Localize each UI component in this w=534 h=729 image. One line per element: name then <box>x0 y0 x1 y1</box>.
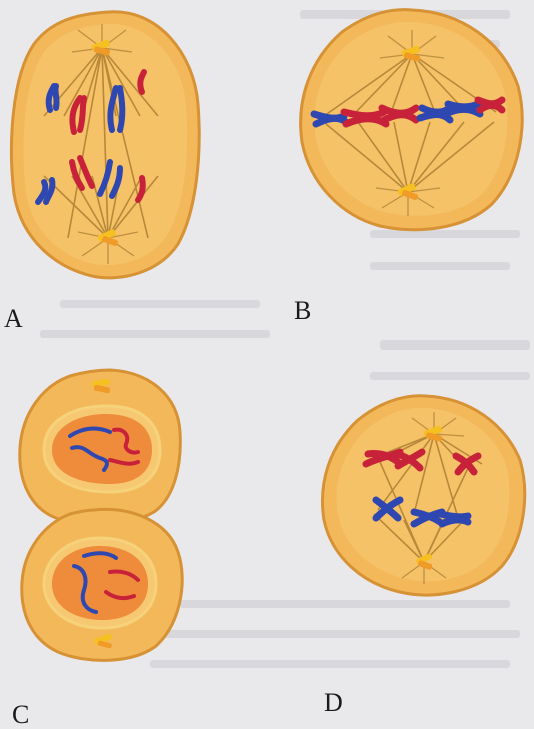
panel-label-d: D <box>324 690 343 716</box>
panel-label-b: B <box>294 298 311 324</box>
nucleus <box>52 546 148 620</box>
daughter-cell-bottom <box>22 509 182 660</box>
cell-diagram-a <box>8 6 208 286</box>
daughter-cell-top <box>20 370 181 524</box>
nucleus <box>52 414 152 484</box>
panel-label-a: A <box>4 306 23 332</box>
panel-label-c: C <box>12 702 29 728</box>
cell-diagram-c <box>14 366 194 666</box>
cell-diagram-d <box>318 390 530 602</box>
cell-diagram-b <box>296 4 528 236</box>
